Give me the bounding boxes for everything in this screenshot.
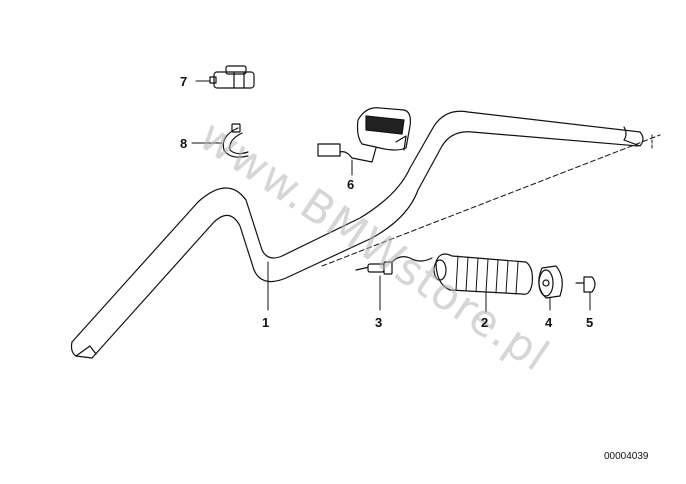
- callout-8: 8: [180, 136, 188, 151]
- callout-1: 1: [262, 315, 270, 330]
- grip-part-2: [433, 253, 533, 313]
- callout-2: 2: [481, 315, 489, 330]
- end-weight-part-4: [538, 265, 563, 311]
- drawing-number: 00004039: [604, 451, 649, 462]
- callout-3: 3: [375, 315, 383, 330]
- callout-6: 6: [347, 177, 355, 192]
- clip-part-8: [191, 123, 249, 158]
- switch-part-6: [317, 107, 411, 176]
- screw-part-5: [575, 276, 596, 311]
- callout-7: 7: [180, 74, 188, 89]
- callout-5: 5: [586, 315, 594, 330]
- callout-4: 4: [545, 315, 553, 330]
- handlebar-tube: [70, 110, 661, 359]
- heating-cable-part-3: [355, 256, 433, 311]
- connector-part-7: [195, 65, 255, 89]
